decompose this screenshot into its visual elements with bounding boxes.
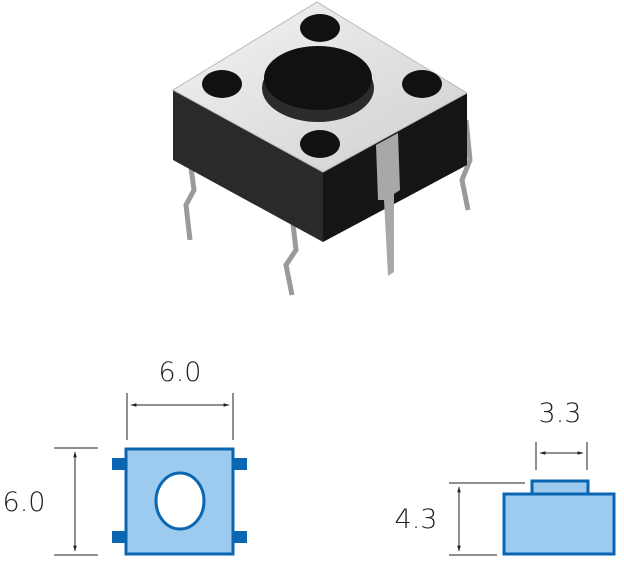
nub-right (402, 70, 442, 98)
body-left-side (173, 90, 323, 242)
top-width-label: 6.0 (159, 357, 202, 388)
top-height-label: 6.0 (3, 487, 46, 518)
side-view-button (530, 479, 590, 496)
switch-3d-render (172, 1, 473, 296)
side-height-label: 4.3 (395, 504, 438, 535)
side-view-body (502, 492, 616, 556)
side-button-width-label: 3.3 (539, 398, 582, 429)
nub-top (300, 14, 340, 42)
terminal-tab (376, 133, 400, 276)
plunger-top (264, 46, 372, 110)
nub-left (202, 70, 242, 98)
tab-tr (233, 458, 247, 470)
top-view-plunger (154, 471, 206, 531)
tab-bl (112, 531, 126, 543)
tab-br (233, 531, 247, 543)
tab-tl (112, 458, 126, 470)
pin-right (459, 119, 473, 211)
nub-bottom (300, 130, 340, 158)
top-view-drawing: 6.0 6.0 (3, 357, 247, 556)
side-view-drawing: 3.3 4.3 (395, 398, 616, 556)
